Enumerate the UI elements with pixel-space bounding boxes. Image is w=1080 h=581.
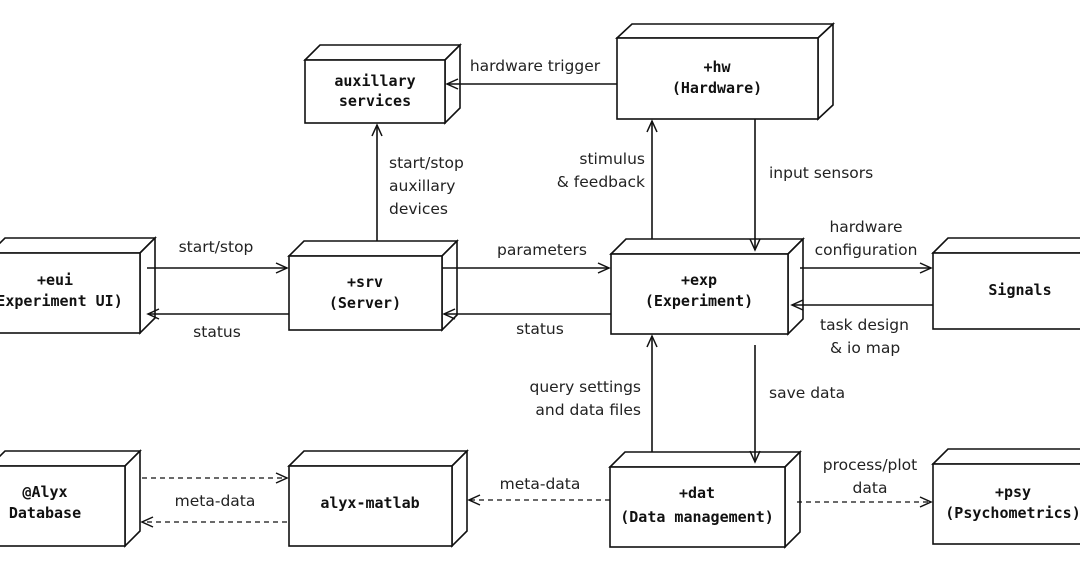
node-server[interactable]: +srv (Server)	[287, 239, 459, 332]
edge-label: devices	[389, 200, 448, 218]
node-sublabel: (Server)	[329, 294, 401, 312]
node-sublabel: (Experiment)	[645, 292, 753, 310]
node-sublabel: (Experiment UI)	[0, 292, 123, 310]
node-label: Signals	[988, 281, 1051, 299]
edge-label: save data	[769, 384, 845, 402]
node-sublabel: (Hardware)	[672, 79, 762, 97]
node-data-management[interactable]: +dat (Data management)	[608, 450, 802, 549]
node-alyx-matlab[interactable]: alyx-matlab	[287, 449, 469, 548]
node-experiment[interactable]: +exp (Experiment)	[609, 237, 805, 336]
edge-label: status	[193, 323, 241, 341]
node-experiment-ui[interactable]: +eui (Experiment UI)	[0, 236, 157, 335]
node-signals[interactable]: Signals	[931, 237, 1080, 330]
node-hardware[interactable]: +hw (Hardware)	[614, 22, 836, 121]
node-sublabel: (Psychometrics)	[945, 504, 1080, 522]
node-sublabel: (Data management)	[620, 508, 774, 526]
node-label: auxillary	[334, 72, 415, 90]
node-label: +srv	[347, 273, 383, 291]
edge-label: and data files	[535, 401, 641, 419]
edge-label: meta-data	[500, 475, 581, 493]
edge-label: input sensors	[769, 164, 873, 182]
edge-label: meta-data	[175, 492, 256, 510]
node-sublabel: services	[339, 92, 411, 110]
node-label: @Alyx	[22, 483, 67, 501]
node-psychometrics[interactable]: +psy (Psychometrics)	[931, 448, 1080, 545]
edge-label: start/stop	[389, 154, 464, 172]
edge-label: task design	[820, 316, 909, 334]
node-label: alyx-matlab	[320, 494, 419, 512]
edge-label: stimulus	[579, 150, 645, 168]
edge-label: configuration	[815, 241, 918, 259]
edge-label: auxillary	[389, 177, 455, 195]
edge-label: status	[516, 320, 564, 338]
node-alyx-database[interactable]: @Alyx Database	[0, 449, 142, 548]
edge-label: & io map	[830, 339, 900, 357]
edge-label: hardware trigger	[470, 57, 601, 75]
node-label: +eui	[37, 271, 73, 289]
edge-label: process/plot	[823, 456, 918, 474]
node-label: +dat	[679, 484, 715, 502]
edge-label: query settings	[530, 378, 641, 396]
edge-label: parameters	[497, 241, 587, 259]
edge-label: & feedback	[557, 173, 645, 191]
node-label: +hw	[703, 58, 731, 76]
node-auxillary-services[interactable]: auxillary services	[303, 43, 462, 125]
node-label: +psy	[995, 483, 1031, 501]
edge-label: data	[853, 479, 888, 497]
edge-label: hardware	[829, 218, 902, 236]
node-sublabel: Database	[9, 504, 81, 522]
edge-label: start/stop	[179, 238, 254, 256]
node-label: +exp	[681, 271, 717, 289]
